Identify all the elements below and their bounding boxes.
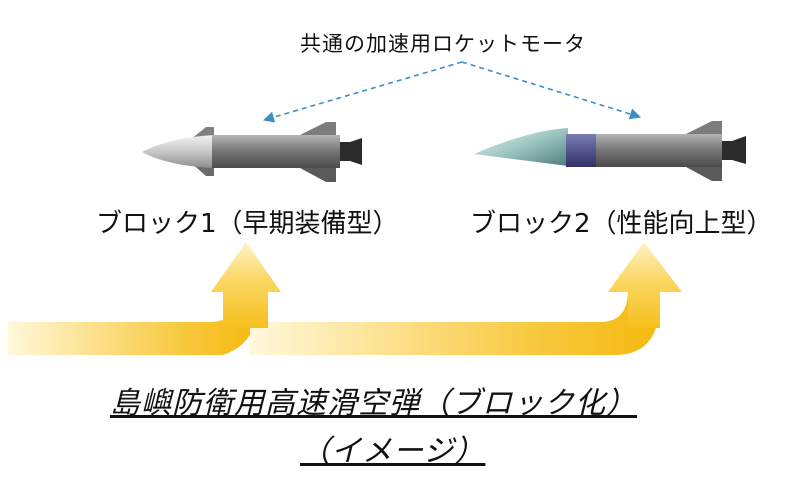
block1-tail-upper-fin — [300, 122, 336, 135]
block2-tail-upper-fin — [686, 121, 722, 134]
block2-missile-icon — [474, 121, 746, 181]
yellow-bar-extension — [250, 288, 660, 355]
common-motor-pointers — [262, 61, 642, 123]
block2-band — [566, 134, 598, 167]
block2-up-arrow-icon — [608, 242, 682, 328]
block2-tail-lower-fin — [686, 167, 722, 181]
block1-label: ブロック1（早期装備型） — [96, 209, 399, 239]
block2-motor-body — [596, 134, 722, 167]
dashed-arrow-to-block2 — [461, 61, 642, 120]
yellow-progress-arrow — [8, 242, 682, 355]
dashed-arrow-to-block1 — [262, 61, 463, 123]
block1-missile-icon — [142, 122, 362, 182]
block1-tail-lower-fin — [300, 168, 336, 182]
block1-up-arrow-icon — [211, 242, 281, 328]
block2-nozzle — [722, 136, 746, 164]
block1-nose-cone — [142, 135, 214, 168]
block1-nozzle — [340, 138, 362, 165]
yellow-bar — [8, 288, 258, 355]
block2-label: ブロック2（性能向上型） — [470, 209, 773, 239]
common-motor-label: 共通の加速用ロケットモータ — [300, 32, 586, 56]
block1-motor-body — [212, 135, 340, 168]
diagram-subtitle: （イメージ） — [300, 434, 486, 469]
diagram-title: 島嶼防衛用高速滑空弾（ブロック化） — [110, 386, 637, 421]
block2-glide-vehicle — [474, 128, 568, 166]
